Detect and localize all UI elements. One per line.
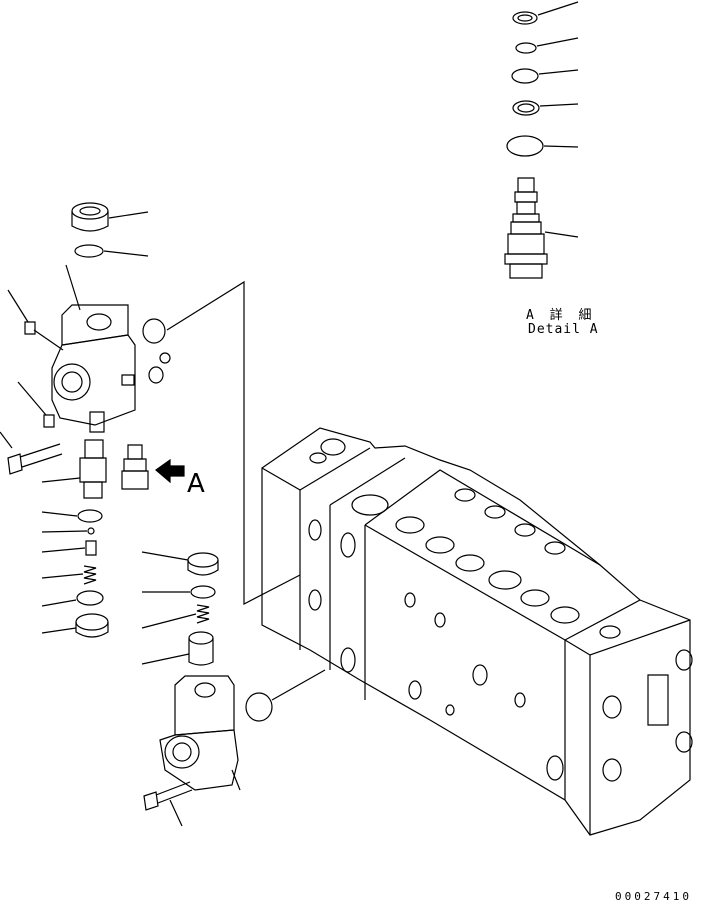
bolt-upper <box>0 432 62 474</box>
detail-oring-2 <box>512 69 578 83</box>
upper-valve-body <box>52 265 135 432</box>
detail-oring-1 <box>516 38 578 53</box>
plug-small-1 <box>8 290 63 350</box>
plug-small-2 <box>18 382 54 427</box>
detail-seal <box>507 136 578 156</box>
spring-mid <box>142 605 209 628</box>
washer-left-1 <box>42 510 102 522</box>
leader-lines <box>167 282 300 604</box>
plug-left-bottom <box>42 614 108 637</box>
washer-left-2 <box>42 591 103 606</box>
oring-mid <box>142 586 215 598</box>
plug-mid <box>142 552 218 575</box>
lower-valve-body <box>160 676 240 790</box>
oring-top <box>75 245 148 257</box>
detail-a-label-en: Detail A <box>528 322 599 337</box>
small-oring-stack <box>143 319 170 383</box>
lower-valve-parts <box>142 552 325 826</box>
valve-cartridge-a <box>122 445 148 489</box>
oring-lower-right <box>246 670 325 721</box>
spool-mid <box>142 632 213 665</box>
plug-top <box>72 203 148 231</box>
main-valve-block <box>262 428 692 835</box>
poppet-left <box>42 541 96 555</box>
view-arrow <box>156 460 184 482</box>
ball-left <box>42 528 94 534</box>
detail-a-label-jp: A 詳 細 <box>526 308 596 323</box>
detail-ring-1 <box>513 2 578 24</box>
valve-spool-left <box>42 440 106 498</box>
drawing-code: 00027410 <box>615 890 692 903</box>
upper-valve-parts <box>0 203 184 637</box>
detail-cartridge-valve <box>505 178 578 278</box>
block-ports <box>309 439 692 781</box>
view-arrow-label: A <box>187 469 205 499</box>
spring-left <box>42 566 96 584</box>
detail-a-parts <box>505 2 578 278</box>
bolt-lower <box>144 782 192 826</box>
detail-ring-2 <box>513 101 578 115</box>
